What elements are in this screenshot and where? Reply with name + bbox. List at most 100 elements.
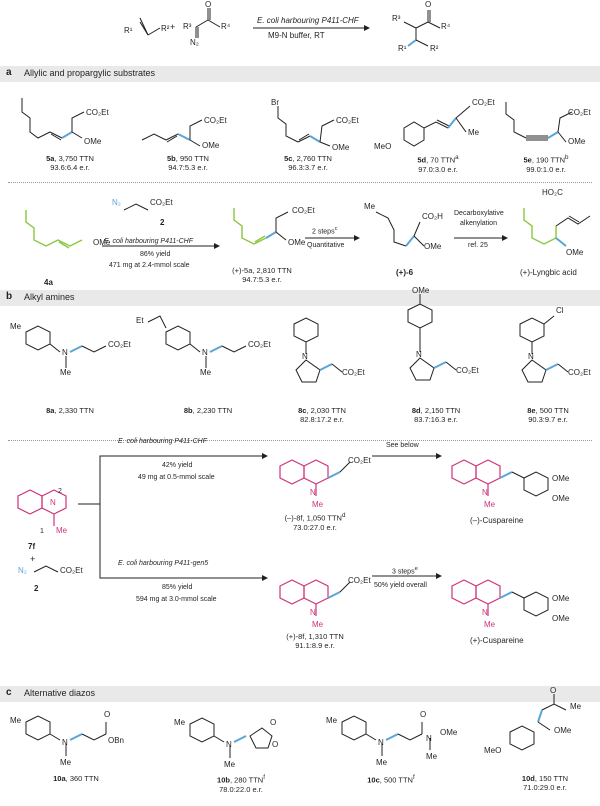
divider-1 [8, 182, 592, 183]
lower-step-bottom: 50% yield overall [374, 582, 427, 589]
10b-o2: O [272, 740, 279, 749]
top-scheme-structures [139, 8, 441, 47]
upper-final: (–)-Cuspareine [470, 516, 524, 525]
section-c-letter: c [6, 687, 12, 698]
4a-label: 4a [44, 278, 53, 287]
o-label: O [205, 0, 212, 9]
10a-obn: OBn [108, 736, 125, 745]
4a-ome: OMe [93, 238, 111, 247]
10c-ome: OMe [440, 728, 458, 737]
8a-co2et: CO₂Et [108, 340, 131, 349]
section-b-title: Alkyl amines [24, 292, 75, 302]
caption-10a: 10a, 360 TTN [53, 774, 99, 783]
section-c-title: Alternative diazos [24, 688, 96, 698]
upper-cond2: 42% yield [162, 462, 193, 469]
cusp-reagent-n2: N₂ [18, 566, 27, 575]
caption-5d: 5d, 70 TTNa 97.0:3.0 e.r. [417, 154, 459, 174]
diazo-structures [25, 694, 567, 758]
section-c-header: c Alternative diazos [0, 686, 600, 702]
5a-co2et: CO₂Et [86, 108, 109, 117]
r2-label: R² [161, 24, 170, 33]
caption-5e: 5e, 190 TTNb 99.0:1.0 e.r. [523, 154, 569, 174]
reagent-2-n2: N₂ [112, 198, 121, 207]
10a-nme: Me [60, 758, 72, 767]
caption-10c: 10c, 500 TTNf [367, 774, 415, 785]
reagent-2-label: 2 [160, 218, 165, 227]
caption-plus-5a: (+)-5a, 2,810 TTN 94.7:5.3 e.r. [232, 266, 292, 284]
10a-o: O [104, 710, 111, 719]
10c-amide-me: Me [426, 752, 438, 761]
section-a-title: Allylic and propargylic substrates [24, 68, 156, 78]
7f-label: 7f [28, 542, 36, 551]
5a-ome: OMe [84, 137, 102, 146]
mcusp-ome1: OMe [552, 474, 570, 483]
8a-me: Me [10, 322, 22, 331]
caption-5a: 5a, 3,750 TTN 93.6:6.4 e.r. [46, 154, 94, 172]
5d-meo: MeO [374, 142, 392, 151]
caption-10d: 10d, 150 TTN 71.0:29.0 e.r. [521, 774, 569, 792]
allylic-structures [21, 98, 573, 147]
plus-sign: + [170, 22, 176, 32]
pcusp-n: N [482, 608, 488, 617]
5c-co2et: CO₂Et [336, 116, 359, 125]
8a-n: N [62, 348, 68, 357]
caption-p8f: (+)-8f, 1,310 TTN 91.1:8.9 e.r. [286, 632, 344, 650]
section-a-letter: a [6, 67, 12, 78]
caption-8c: 8c, 2,030 TTN 82.8:17.2 e.r. [298, 406, 346, 424]
lower-cond1: E. coli harbouring P411-gen5 [118, 560, 209, 567]
caption-5c: 5c, 2,760 TTN 96.3:3.7 e.r. [284, 154, 332, 172]
5d-me: Me [468, 128, 480, 137]
prod-o: O [425, 0, 432, 9]
pcusp-ome1: OMe [552, 594, 570, 603]
prod-r3: R³ [392, 14, 401, 23]
5a-product-co2et: CO₂Et [292, 206, 315, 215]
cusp-plus: + [30, 554, 36, 564]
lower-final: (+)-Cuspareine [470, 636, 524, 645]
pcusp-ome2: OMe [552, 614, 570, 623]
8b-et: Et [136, 316, 144, 325]
10b-o1: O [270, 718, 277, 727]
cusp-reagent-co2et: CO₂Et [60, 566, 83, 575]
5e-co2et: CO₂Et [568, 108, 591, 117]
5a-product-ome: OMe [288, 238, 306, 247]
r1-label: R¹ [124, 26, 133, 35]
lower-cond3: 594 mg at 3.0-mmol scale [136, 596, 217, 603]
n2-label: N₂ [190, 38, 199, 47]
lyngbic-cond1: E. coli harbouring P411-CHF [104, 238, 193, 245]
8c-n: N [302, 352, 308, 361]
step2-bottom: Quantitative [307, 242, 345, 249]
8e-co2et: CO₂Et [568, 368, 591, 377]
pcusp-me: Me [484, 620, 496, 629]
8e-n: N [528, 352, 534, 361]
10b-n: N [226, 740, 232, 749]
10c-me: Me [326, 716, 338, 725]
acid-me: Me [364, 202, 376, 211]
r3-label: R³ [183, 22, 192, 31]
caption-5b: 5b, 950 TTN 94.7:5.3 e.r. [167, 154, 209, 172]
5d-co2et: CO₂Et [472, 98, 495, 107]
acid-co2h: CO₂H [422, 212, 443, 221]
10c-o: O [420, 710, 427, 719]
upper-cond3: 49 mg at 0.5-mmol scale [138, 474, 215, 481]
p8f-co2et: CO₂Et [348, 576, 371, 585]
lyngbic-label: (+)-Lyngbic acid [520, 268, 577, 277]
lyngbic-cond3: 471 mg at 2.4-mmol scale [109, 262, 190, 269]
8d-co2et: CO₂Et [456, 366, 479, 375]
r4-label: R⁴ [221, 22, 231, 31]
step3-top2: alkenylation [460, 220, 497, 227]
cusp-reagent-label: 2 [34, 584, 39, 593]
10a-me: Me [10, 716, 22, 725]
8b-nme: Me [200, 368, 212, 377]
acid-label: (+)-6 [396, 268, 414, 277]
prod-r2: R² [430, 44, 439, 53]
acid-ome: OMe [424, 242, 442, 251]
8b-n: N [202, 348, 208, 357]
mcusp-ome2: OMe [552, 494, 570, 503]
caption-8d: 8d, 2,150 TTN 83.7:16.3 e.r. [411, 406, 461, 424]
caption-10b: 10b, 280 TTNf 78.0:22.0 e.r. [217, 774, 265, 794]
caption-m8f: (–)-8f, 1,050 TTNd 73.0:27.0 e.r. [284, 512, 346, 532]
p8f-me: Me [312, 620, 324, 629]
10d-meo: MeO [484, 746, 502, 755]
10c-nme: Me [376, 758, 388, 767]
mcusp-n: N [482, 488, 488, 497]
